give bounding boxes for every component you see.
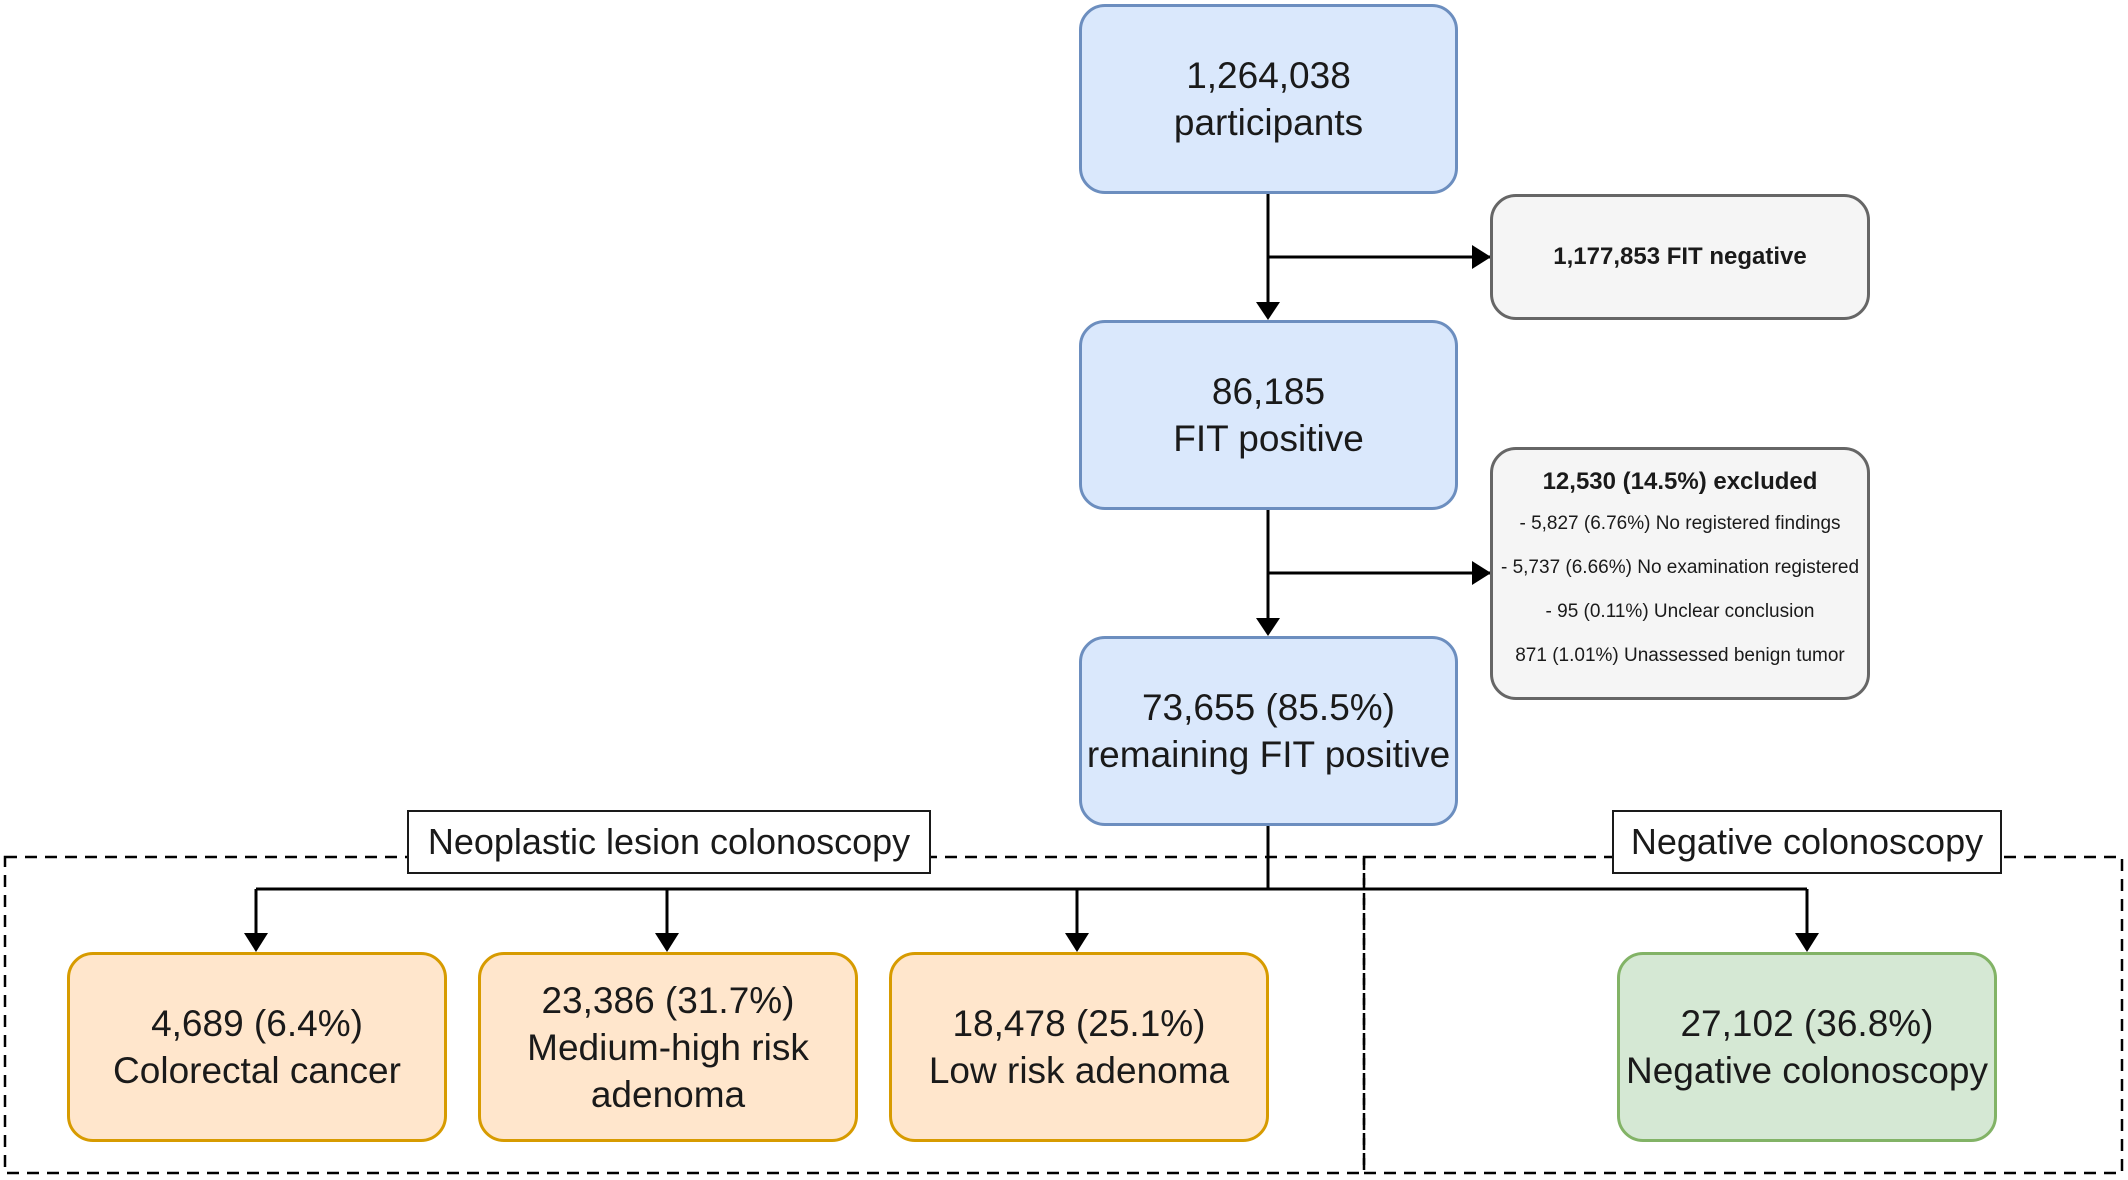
fit-positive-count: 86,185 <box>1211 371 1326 412</box>
neoplastic-group-label: Neoplastic lesion colonoscopy <box>407 810 931 874</box>
low-risk-count: 18,478 (25.1%) <box>952 1003 1206 1044</box>
fit-negative-box: 1,177,853 FIT negative <box>1490 194 1870 320</box>
low-risk-label: Low risk adenoma <box>928 1050 1230 1091</box>
excluded-item: - 5,827 (6.76%) No registered findings <box>1519 513 1841 534</box>
participants-label: participants <box>1173 102 1364 143</box>
negative-group-label: Negative colonoscopy <box>1612 810 2002 874</box>
excluded-box: 12,530 (14.5%) excluded - 5,827 (6.76%) … <box>1490 447 1870 700</box>
negative-colonoscopy-box: 27,102 (36.8%) Negative colonoscopy <box>1617 952 1997 1142</box>
fit-positive-box: 86,185 FIT positive <box>1079 320 1458 510</box>
negative-group-frame <box>1362 855 2124 1175</box>
excluded-item: 871 (1.01%) Unassessed benign tumor <box>1515 645 1845 666</box>
negative-colonoscopy-count: 27,102 (36.8%) <box>1680 1003 1934 1044</box>
remaining-box: 73,655 (85.5%) remaining FIT positive <box>1079 636 1458 826</box>
excluded-title: 12,530 (14.5%) excluded <box>1542 468 1818 495</box>
neoplastic-group-frame <box>3 855 1366 1175</box>
participants-count: 1,264,038 <box>1186 55 1351 96</box>
excluded-item: - 95 (0.11%) Unclear conclusion <box>1545 601 1815 622</box>
medium-high-risk-label: Medium-high risk <box>527 1026 809 1068</box>
fit-positive-label: FIT positive <box>1173 418 1364 459</box>
colorectal-cancer-label: Colorectal cancer <box>113 1050 401 1091</box>
remaining-count: 73,655 (85.5%) <box>1141 687 1395 728</box>
medium-high-risk-count: 23,386 (31.7%) <box>541 979 795 1021</box>
fit-negative-label: 1,177,853 FIT negative <box>1553 243 1807 270</box>
colorectal-cancer-box: 4,689 (6.4%) Colorectal cancer <box>67 952 447 1142</box>
medium-high-risk-box: 23,386 (31.7%) Medium-high risk adenoma <box>478 952 858 1142</box>
negative-colonoscopy-label: Negative colonoscopy <box>1626 1050 1988 1091</box>
colorectal-cancer-count: 4,689 (6.4%) <box>151 1003 363 1044</box>
participants-box: 1,264,038 participants <box>1079 4 1458 194</box>
low-risk-box: 18,478 (25.1%) Low risk adenoma <box>889 952 1269 1142</box>
medium-high-risk-label-2: adenoma <box>590 1073 746 1115</box>
remaining-label: remaining FIT positive <box>1086 734 1451 775</box>
excluded-item: - 5,737 (6.66%) No examination registere… <box>1500 557 1860 578</box>
